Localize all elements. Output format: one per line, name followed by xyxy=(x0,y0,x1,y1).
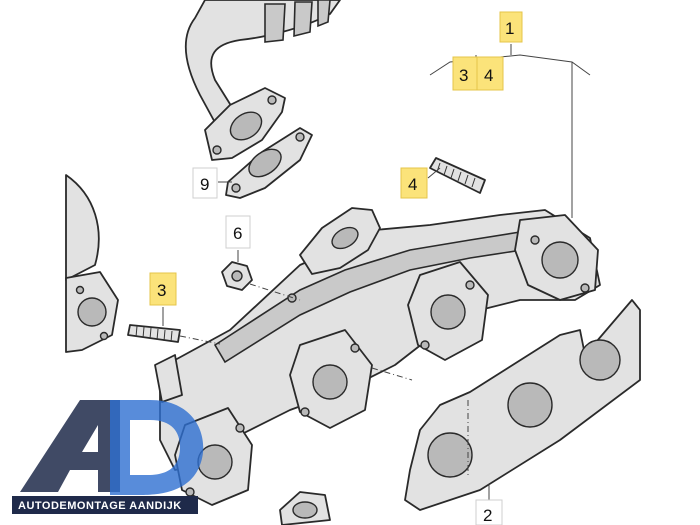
egr-pipe xyxy=(184,0,341,129)
svg-text:1: 1 xyxy=(505,19,514,38)
callout-4-side: 4 xyxy=(400,167,428,199)
svg-text:3: 3 xyxy=(459,66,468,85)
watermark-text: AUTODEMONTAGE AANDIJK xyxy=(18,500,182,512)
egr-gasket xyxy=(225,127,313,199)
callout-2: 2 xyxy=(475,499,503,525)
leader-lines xyxy=(162,44,591,500)
turbo-housing xyxy=(65,174,119,353)
callout-3-top: 3 xyxy=(452,56,478,91)
callout-3-side: 3 xyxy=(149,272,177,306)
svg-text:3: 3 xyxy=(157,281,166,300)
stud-left xyxy=(127,324,181,343)
svg-text:4: 4 xyxy=(408,175,417,194)
svg-text:4: 4 xyxy=(484,66,493,85)
callout-9: 9 xyxy=(192,167,218,199)
callout-1: 1 xyxy=(499,11,523,43)
nut xyxy=(221,261,253,291)
callout-6: 6 xyxy=(225,215,251,249)
svg-text:9: 9 xyxy=(200,175,209,194)
watermark-logo: AUTODEMONTAGE AANDIJK xyxy=(12,400,204,514)
svg-text:6: 6 xyxy=(233,224,242,243)
egr-pipe-flange xyxy=(204,87,286,161)
svg-text:2: 2 xyxy=(483,506,492,525)
exhaust-manifold xyxy=(154,207,601,506)
callout-4-top: 4 xyxy=(476,56,504,91)
manifold-gasket xyxy=(279,299,641,525)
stud-upper xyxy=(429,157,486,194)
